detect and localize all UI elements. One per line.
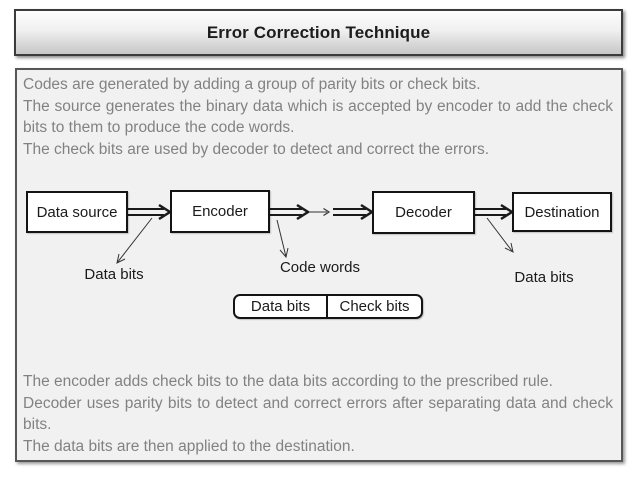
outro-paragraph: The encoder adds check bits to the data … <box>23 371 613 457</box>
intro-line: The source generates the binary data whi… <box>23 97 613 137</box>
connector-arrow-encoder-out <box>270 203 311 221</box>
diagram-arrows-layer <box>116 203 515 264</box>
outro-line: The encoder adds check bits to the data … <box>23 373 553 390</box>
intro-line: Codes are generated by adding a group of… <box>23 76 481 93</box>
codeword-check-bits-cell: Check bits <box>339 298 410 315</box>
diagram-box-decoder: Decoder <box>372 191 475 234</box>
outro-line: The data bits are then applied to the de… <box>23 437 355 455</box>
label-data-bits-right: Data bits <box>514 269 574 286</box>
intro-line: The check bits are used by decoder to de… <box>23 140 490 158</box>
slide-content-panel: Codes are generated by adding a group of… <box>15 68 623 462</box>
outro-line: Decoder uses parity bits to detect and c… <box>23 394 613 434</box>
connector-arrow-source-encoder <box>128 203 173 221</box>
connector-arrow-decoder-in <box>333 203 375 221</box>
pointer-arrow-code-words <box>276 219 289 259</box>
slide-title-bar: Error Correction Technique <box>14 9 623 56</box>
label-code-words: Code words <box>279 259 361 276</box>
label-data-bits-left: Data bits <box>84 266 144 283</box>
diagram-box-encoder: Encoder <box>170 190 270 233</box>
diagram-box-label: Data source <box>36 203 118 221</box>
codeword-data-bits-cell: Data bits <box>235 296 328 317</box>
channel-thin-arrow <box>309 207 331 217</box>
pointer-arrow-data-bits-left <box>116 217 153 264</box>
intro-paragraph: Codes are generated by adding a group of… <box>23 74 613 160</box>
block-diagram: Data source Encoder Decoder Destination … <box>17 70 621 460</box>
diagram-box-label: Destination <box>524 203 600 221</box>
pointer-arrow-data-bits-right <box>486 217 514 253</box>
connector-arrow-decoder-destination <box>475 203 515 221</box>
diagram-box-label: Encoder <box>192 203 248 220</box>
codeword-structure-box: Data bits Check bits <box>233 294 423 319</box>
diagram-box-data-source: Data source <box>26 191 128 233</box>
diagram-box-destination: Destination <box>512 192 612 232</box>
diagram-box-label: Decoder <box>395 204 452 221</box>
page-title: Error Correction Technique <box>206 22 431 42</box>
